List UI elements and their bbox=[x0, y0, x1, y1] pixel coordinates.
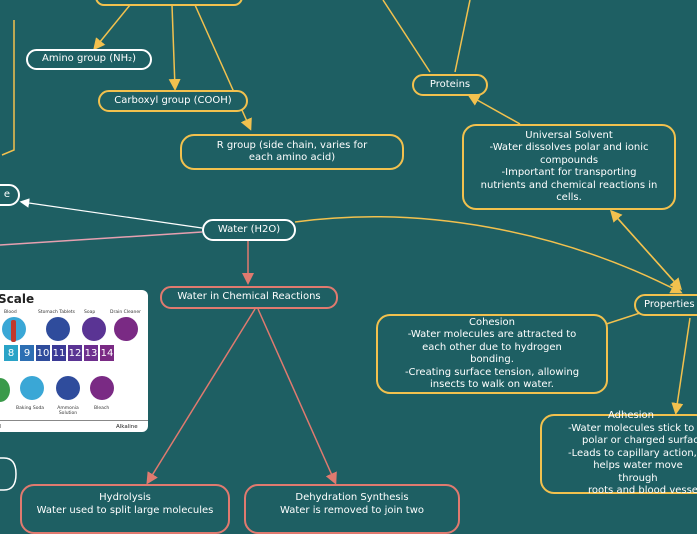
baking-soda-icon bbox=[20, 376, 44, 400]
drain-cleaner-icon bbox=[114, 317, 138, 341]
edge-solvent-proteins bbox=[467, 94, 521, 125]
water-node[interactable]: Water (H2O) bbox=[202, 219, 296, 241]
carboxyl-group-node[interactable]: Carboxyl group (COOH) bbox=[98, 90, 248, 112]
ph-footer-alkaline: Alkaline bbox=[116, 424, 138, 430]
adhesion-line-4: helps water move through bbox=[593, 460, 683, 484]
ph-number-8: 8 bbox=[4, 345, 18, 361]
properties-label: Properties bbox=[644, 298, 695, 310]
ph-label-drain-cleaner: Drain Cleaner bbox=[110, 310, 141, 315]
universal-solvent-line-1: -Water dissolves polar and ionic bbox=[489, 142, 649, 153]
ph-number-13: 13 bbox=[84, 345, 98, 361]
ammonia-icon bbox=[56, 376, 80, 400]
universal-solvent-line-2: compounds bbox=[539, 154, 599, 166]
reactions-node[interactable]: Water in Chemical Reactions bbox=[160, 286, 338, 309]
proteins-node[interactable]: Proteins bbox=[412, 74, 488, 96]
edge-reactions-dehydration bbox=[257, 308, 337, 485]
bleach-icon bbox=[90, 376, 114, 400]
universal-solvent-title: Universal Solvent bbox=[525, 129, 613, 141]
r-group-line-1: R group (side chain, varies for bbox=[216, 139, 368, 151]
edge-left-vertical bbox=[1, 20, 15, 156]
cohesion-title: Cohesion bbox=[468, 316, 516, 328]
proteins-label: Proteins bbox=[429, 78, 471, 90]
cohesion-line-4: -Creating surface tension, allowing bbox=[404, 366, 580, 378]
edge-proteins-top-right bbox=[454, 0, 471, 73]
ph-label-ammonia: Ammonia Solution bbox=[57, 406, 79, 416]
edge-water-left-pink bbox=[0, 231, 203, 246]
left-partial-box[interactable]: e bbox=[0, 184, 20, 206]
universal-solvent-node[interactable]: Universal Solvent -Water dissolves polar… bbox=[462, 124, 676, 210]
edge-water-left bbox=[19, 198, 203, 229]
ph-number-14: 14 bbox=[100, 345, 114, 361]
adhesion-line-5: roots and blood vesse bbox=[588, 485, 697, 497]
adhesion-line-3: -Leads to capillary action, bbox=[568, 447, 697, 459]
blood-vial-icon bbox=[11, 320, 16, 342]
reactions-label: Water in Chemical Reactions bbox=[177, 291, 321, 303]
ph-label-blood: Blood bbox=[4, 310, 17, 315]
amino-group-label: Amino group (NH₂) bbox=[41, 53, 137, 65]
edge-properties-adhesion bbox=[671, 317, 691, 415]
r-group-node[interactable]: R group (side chain, varies for each ami… bbox=[180, 134, 404, 170]
ph-number-10: 10 bbox=[36, 345, 50, 361]
adhesion-line-2: polar or charged surfac bbox=[582, 435, 697, 447]
universal-solvent-line-3: -Important for transporting bbox=[501, 167, 637, 178]
hydrolysis-line-1: Water used to split large molecules bbox=[36, 504, 214, 516]
adhesion-node[interactable]: Adhesion -Water molecules stick to polar… bbox=[540, 410, 697, 496]
cohesion-line-2: each other due to hydrogen bbox=[422, 341, 562, 353]
ph-label-soap: Soap bbox=[84, 310, 96, 315]
ph-footer-divider bbox=[0, 420, 148, 421]
adhesion-line-1: -Water molecules stick to bbox=[568, 422, 695, 434]
edge-amino-group bbox=[93, 4, 131, 51]
stomach-tablets-icon bbox=[46, 317, 70, 341]
ph-number-9: 9 bbox=[20, 345, 34, 361]
soap-icon bbox=[82, 317, 106, 341]
amino-acid-partial-node bbox=[95, 0, 243, 6]
ph-scale-title: Scale bbox=[0, 292, 35, 306]
water-label: Water (H2O) bbox=[217, 223, 281, 235]
amino-group-node[interactable]: Amino group (NH₂) bbox=[26, 49, 152, 70]
hydrolysis-node[interactable]: Hydrolysis Water used to split large mol… bbox=[20, 484, 230, 534]
ph-label-baking-soda: Baking Soda bbox=[16, 406, 45, 411]
universal-solvent-line-5: cells. bbox=[556, 192, 582, 203]
partial-item-icon bbox=[0, 378, 10, 402]
cohesion-node[interactable]: Cohesion -Water molecules are attracted … bbox=[376, 314, 608, 394]
ph-label-stomach-tablets: Stomach Tablets bbox=[38, 310, 76, 315]
left-partial-node bbox=[0, 457, 17, 491]
cohesion-line-3: bonding. bbox=[470, 354, 514, 365]
edge-water-properties bbox=[294, 216, 683, 294]
dehydration-line-1: Water is removed to join two bbox=[279, 504, 425, 516]
ph-label-bleach: Bleach bbox=[94, 406, 110, 411]
hydrolysis-title: Hydrolysis bbox=[99, 492, 151, 503]
ph-footer-neutral: al bbox=[0, 424, 1, 430]
left-partial-label: e bbox=[3, 188, 10, 200]
cohesion-line-1: -Water molecules are attracted to bbox=[407, 329, 577, 340]
properties-node[interactable]: Properties bbox=[634, 294, 697, 316]
edge-carboxyl-group bbox=[168, 4, 181, 91]
ph-scale-image: Scale Blood Stomach Tablets Soap Drain C… bbox=[0, 290, 148, 432]
cohesion-line-5: insects to walk on water. bbox=[430, 379, 554, 390]
dehydration-title: Dehydration Synthesis bbox=[295, 492, 409, 503]
edge-proteins-top-left bbox=[382, 0, 431, 73]
r-group-line-2: each amino acid) bbox=[248, 152, 336, 163]
universal-solvent-line-4: nutrients and chemical reactions in bbox=[480, 179, 658, 191]
ph-number-11: 11 bbox=[52, 345, 66, 361]
adhesion-title: Adhesion bbox=[608, 410, 654, 422]
edge-reactions-hydrolysis bbox=[146, 308, 256, 485]
carboxyl-group-label: Carboxyl group (COOH) bbox=[114, 94, 232, 106]
dehydration-node[interactable]: Dehydration Synthesis Water is removed t… bbox=[244, 484, 460, 534]
ph-number-12: 12 bbox=[68, 345, 82, 361]
